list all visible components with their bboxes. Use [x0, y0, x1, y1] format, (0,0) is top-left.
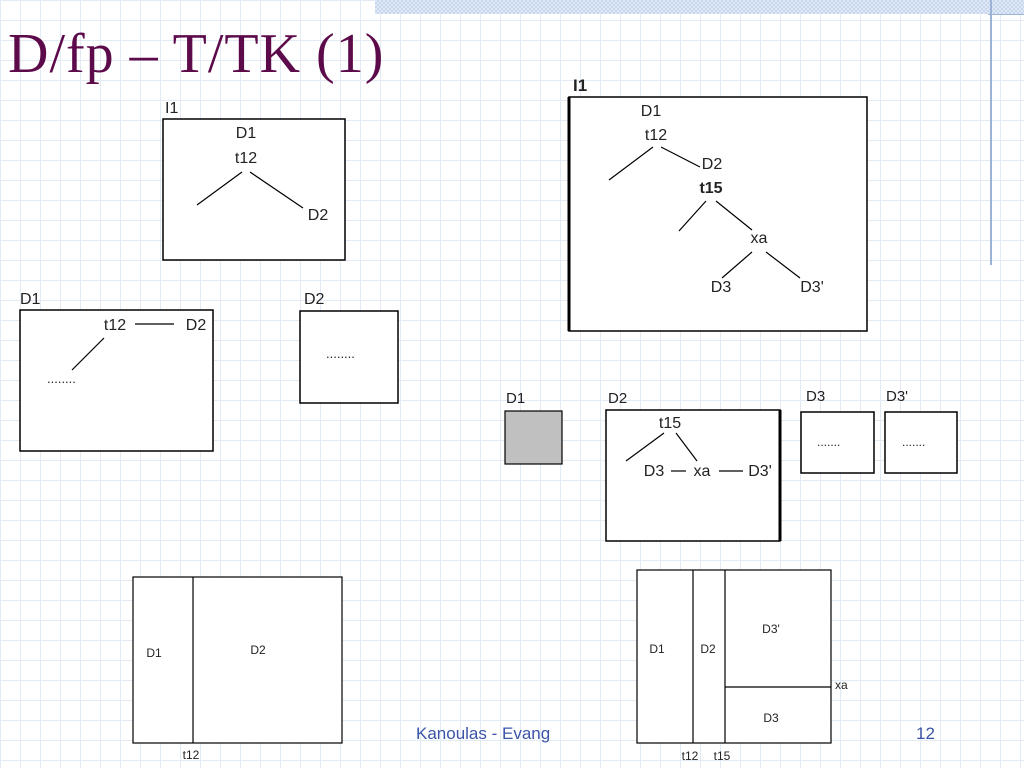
right-d1-box: D1: [504, 390, 563, 465]
right-i1-branch2-left: [678, 200, 707, 232]
left-i1-branch-left: [196, 171, 243, 206]
left-d2-box: D2 ........: [299, 291, 399, 404]
slide-number: 12: [916, 724, 935, 743]
left-i1-box: I1 D1 t12 D2: [162, 100, 346, 261]
right-d3p-label: D3': [886, 388, 908, 405]
left-i1-branch-right: [249, 171, 304, 209]
left-partition-d2: D2: [250, 643, 266, 657]
left-partition-frame: [132, 576, 343, 744]
right-d2-edge: t15: [659, 415, 681, 432]
right-d2-left: D3: [644, 463, 665, 480]
left-d1-child: D2: [186, 317, 207, 334]
right-d3-box: D3 .......: [800, 388, 875, 474]
right-d2-branch-left: [625, 432, 665, 462]
right-i1-label: I1: [573, 76, 587, 95]
left-d1-label: D1: [20, 291, 41, 308]
right-partition-d2: D2: [700, 642, 716, 656]
right-i1-branch3-right: [765, 251, 801, 279]
left-partition: D1 D2 t12: [132, 576, 343, 762]
footer-author: Kanoulas - Evang: [416, 724, 551, 743]
left-i1-label: I1: [165, 100, 178, 117]
right-d3-dots: .......: [817, 435, 840, 449]
right-partition-t15: t15: [714, 749, 731, 763]
left-i1-frame: [162, 118, 346, 261]
right-i1-edge1: t12: [645, 127, 667, 144]
right-i1-branch1-right: [660, 146, 701, 168]
left-i1-root: D1: [236, 125, 257, 142]
right-partition-d3: D3: [763, 711, 779, 725]
left-d1-branch: [71, 337, 105, 371]
right-partition-d3p: D3': [762, 622, 780, 636]
left-d2-dots: ........: [326, 346, 355, 361]
right-d2-branch-right: [675, 432, 698, 462]
right-d2-label: D2: [608, 390, 627, 407]
right-i1-leaf1: D3: [711, 279, 732, 296]
right-partition-t12: t12: [682, 749, 699, 763]
right-d3p-dots: .......: [902, 435, 925, 449]
right-d2-frame: [605, 409, 781, 542]
header-band: [375, 0, 1024, 14]
right-d3-label: D3: [806, 388, 825, 405]
slide-title: D/fp – T/TK (1): [8, 23, 385, 85]
right-d2-mid: xa: [694, 463, 711, 480]
right-divider-top: [988, 14, 1024, 15]
right-d3-frame: [800, 411, 875, 474]
right-d3p-frame: [884, 411, 958, 474]
right-d1-label: D1: [506, 390, 525, 407]
left-partition-t12: t12: [183, 748, 200, 762]
right-i1-branch2-right: [715, 200, 753, 231]
right-i1-child1: D2: [702, 156, 723, 173]
left-partition-d1: D1: [146, 646, 162, 660]
left-d2-label: D2: [304, 291, 325, 308]
left-i1-edge: t12: [235, 150, 257, 167]
right-d2-box: D2 t15 D3 xa D3': [605, 390, 782, 542]
right-d1-filled: [504, 410, 563, 465]
right-i1-box: I1 D1 t12 D2 t15 xa D3 D3': [567, 76, 868, 332]
right-i1-root: D1: [641, 103, 662, 120]
right-i1-child2: xa: [751, 230, 768, 247]
left-d1-edge: t12: [104, 317, 126, 334]
right-d2-right: D3': [748, 463, 772, 480]
right-partition-d1: D1: [649, 642, 665, 656]
right-partition-xa: xa: [835, 678, 848, 692]
left-d1-box: D1 t12 D2 ........: [19, 291, 214, 452]
left-i1-child: D2: [308, 207, 329, 224]
right-divider: [990, 0, 992, 265]
right-partition-frame: [636, 569, 832, 744]
right-i1-leaf2: D3': [800, 279, 824, 296]
right-i1-branch3-left: [721, 251, 753, 279]
right-i1-frame: [568, 96, 868, 332]
right-i1-edge2: t15: [699, 180, 722, 197]
left-d2-frame: [299, 310, 399, 404]
right-d3p-box: D3' .......: [884, 388, 958, 474]
right-partition: D1 D2 D3' D3 xa t12 t15: [636, 569, 848, 763]
right-i1-branch1-left: [608, 146, 654, 181]
left-d1-frame: [19, 309, 214, 452]
left-d1-dots: ........: [47, 371, 76, 386]
